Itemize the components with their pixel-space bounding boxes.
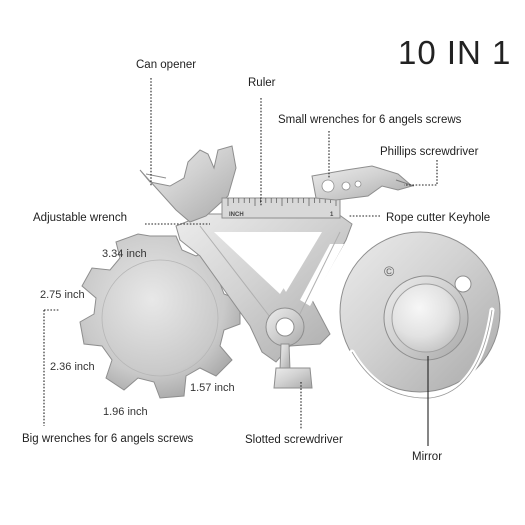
label-small-wrenches: Small wrenches for 6 angels screws [278,114,462,126]
leader-lines [43,78,438,446]
label-mirror: Mirror [412,451,442,463]
ruler-bar: INCH 1 [221,197,341,219]
label-can-opener: Can opener [136,59,196,71]
can-opener-seat [139,145,237,223]
label-phillips-screwdriver: Phillips screwdriver [380,146,479,158]
handlebar-tools [311,165,415,201]
ruler-ticks [227,198,337,206]
label-ruler: Ruler [248,77,276,89]
dimension-1-96: 1.96 inch [103,406,148,418]
label-adjustable-wrench: Adjustable wrench [33,212,127,224]
dimension-1-57: 1.57 inch [190,382,235,394]
product-title: 10 IN 1 [398,34,511,71]
slotted-screwdriver [273,343,313,389]
ruler-number: 1 [330,212,334,218]
mirror-disc [383,275,469,361]
dimension-2-75: 2.75 inch [40,289,85,301]
keyhole-hole [454,275,472,293]
dimension-2-36: 2.36 inch [50,361,95,373]
copyright-mark: © [384,263,395,279]
bike-frame [175,213,353,363]
crank-ring [265,307,305,347]
dimension-3-34: 3.34 inch [102,248,147,260]
ruler-unit-mark: INCH [229,212,244,218]
label-rope-cutter-keyhole: Rope cutter Keyhole [386,212,490,224]
bicycle-multitool: INCH 1 © [79,145,501,401]
label-slotted-screwdriver: Slotted screwdriver [245,434,343,446]
label-big-wrenches: Big wrenches for 6 angels screws [22,433,194,445]
